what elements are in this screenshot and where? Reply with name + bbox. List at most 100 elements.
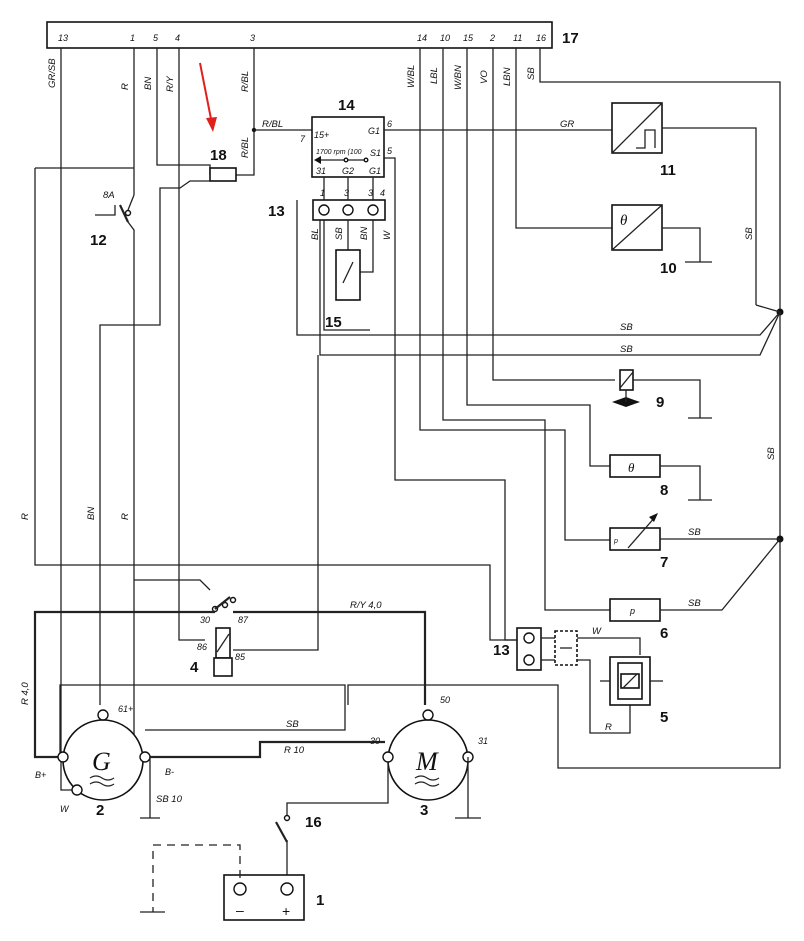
- svg-text:SB: SB: [688, 527, 701, 538]
- gauge-10: θ 10: [611, 204, 712, 277]
- svg-text:G1: G1: [369, 166, 381, 176]
- sensor-15: BL SB BN W 15: [310, 220, 393, 331]
- svg-text:5: 5: [387, 146, 393, 156]
- wire-label: R/BL: [262, 119, 283, 130]
- wire-label: R/BL: [240, 71, 251, 92]
- connector-pin: 1: [130, 33, 135, 43]
- component-number-15: 15: [325, 314, 342, 331]
- solenoid-5: 5: [600, 656, 668, 726]
- wire-label: SB: [526, 67, 537, 80]
- main-switch-16: 16: [275, 814, 322, 878]
- connector-pin: 4: [175, 33, 180, 43]
- svg-text:G1: G1: [368, 126, 380, 136]
- relay-4: 30 87 86 85 4: [134, 355, 319, 677]
- svg-text:S1: S1: [370, 148, 381, 158]
- wire-label: R: [120, 83, 131, 90]
- connector-pin: 10: [440, 33, 450, 43]
- svg-text:87: 87: [238, 615, 249, 625]
- relay-14: 14 15+ 7 6 G1 5 S1 1700 rpm (100 31 G2 G…: [300, 97, 612, 641]
- component-number-6: 6: [660, 625, 668, 642]
- svg-text:50: 50: [440, 695, 450, 705]
- connector-13-lower: 13 W R: [493, 626, 641, 734]
- component-number-11: 11: [660, 162, 676, 179]
- wire-label: GR/SB: [47, 58, 58, 88]
- component-number-17: 17: [562, 30, 579, 47]
- connector-pin: 5: [153, 33, 159, 43]
- connector-13-upper: 1 3 3 4 13: [268, 177, 386, 221]
- svg-text:W: W: [382, 230, 393, 240]
- component-number-12: 12: [90, 232, 107, 249]
- component-number-1: 1: [316, 892, 324, 909]
- svg-text:p: p: [613, 538, 618, 545]
- svg-text:R: R: [120, 513, 131, 520]
- starter-motor-3: M 50 30 31 3: [286, 695, 488, 819]
- wire-label: W/BN: [453, 65, 464, 90]
- sender-7: p SB 7: [609, 513, 780, 571]
- component-number-16: 16: [305, 814, 322, 831]
- generator-2: G 61+ B+ B- W SB 10 2: [35, 704, 183, 819]
- component-number-7: 7: [660, 554, 668, 571]
- battery-1: – + 1: [140, 844, 324, 921]
- component-number-3: 3: [420, 802, 428, 819]
- svg-text:61+: 61+: [118, 704, 133, 714]
- connector-pin: 2: [489, 33, 495, 43]
- svg-text:θ: θ: [620, 213, 628, 229]
- svg-text:θ: θ: [628, 460, 635, 475]
- connector-pin: 11: [513, 33, 522, 43]
- svg-text:3: 3: [344, 188, 349, 198]
- component-number-2: 2: [96, 802, 104, 819]
- wire-label: LBL: [429, 67, 440, 84]
- svg-text:–: –: [236, 902, 244, 918]
- svg-text:31: 31: [478, 736, 488, 746]
- wire-label: R/Y: [165, 76, 176, 93]
- svg-text:R 10: R 10: [284, 745, 305, 756]
- svg-text:15+: 15+: [314, 130, 329, 140]
- svg-text:30: 30: [370, 736, 380, 746]
- gauge-11: SB 11: [611, 102, 757, 305]
- svg-text:SB: SB: [286, 719, 299, 730]
- svg-text:R: R: [20, 513, 31, 520]
- svg-text:BN: BN: [359, 227, 370, 240]
- svg-text:1: 1: [320, 188, 325, 198]
- svg-text:SB 10: SB 10: [156, 794, 183, 805]
- svg-text:BL: BL: [310, 228, 321, 240]
- wire-label: GR: [560, 119, 574, 130]
- power-wires: R 4,0 R/Y 4,0 R BN R SB R 10: [20, 507, 427, 759]
- connector-pin: 16: [536, 33, 546, 43]
- component-number-9: 9: [656, 394, 664, 411]
- svg-text:SB: SB: [744, 227, 755, 240]
- component-number-10: 10: [660, 260, 677, 277]
- component-number-13: 13: [268, 203, 285, 220]
- svg-text:4: 4: [380, 188, 385, 198]
- svg-text:SB: SB: [334, 227, 345, 240]
- switch-12: 8A 12: [35, 167, 135, 780]
- connector-pin: 13: [58, 33, 68, 43]
- svg-text:p: p: [629, 606, 635, 616]
- wire-label: VO: [479, 70, 490, 84]
- svg-text:SB: SB: [766, 447, 777, 460]
- svg-text:R/Y 4,0: R/Y 4,0: [350, 600, 382, 611]
- svg-text:BN: BN: [86, 507, 97, 520]
- svg-text:85: 85: [235, 652, 246, 662]
- svg-text:B-: B-: [165, 767, 174, 777]
- wire-label: BN: [143, 77, 154, 90]
- svg-text:6: 6: [387, 119, 392, 129]
- svg-text:7: 7: [300, 134, 306, 144]
- sender-6: p SB 6: [609, 538, 781, 642]
- svg-text:86: 86: [197, 642, 207, 652]
- svg-text:+: +: [282, 903, 290, 919]
- svg-text:SB: SB: [620, 322, 633, 333]
- component-number-5: 5: [660, 709, 668, 726]
- component-number-8: 8: [660, 482, 668, 499]
- component-number-4: 4: [190, 659, 199, 676]
- component-number-13-lower: 13: [493, 642, 510, 659]
- svg-text:G2: G2: [342, 166, 354, 176]
- wire-label: 8A: [103, 190, 115, 201]
- svg-text:R: R: [605, 722, 612, 733]
- component-number-14: 14: [338, 97, 355, 114]
- connector-pin: 14: [417, 33, 427, 43]
- red-arrow-icon: [199, 62, 217, 132]
- svg-text:SB: SB: [688, 598, 701, 609]
- wire-label: R/BL: [240, 137, 251, 158]
